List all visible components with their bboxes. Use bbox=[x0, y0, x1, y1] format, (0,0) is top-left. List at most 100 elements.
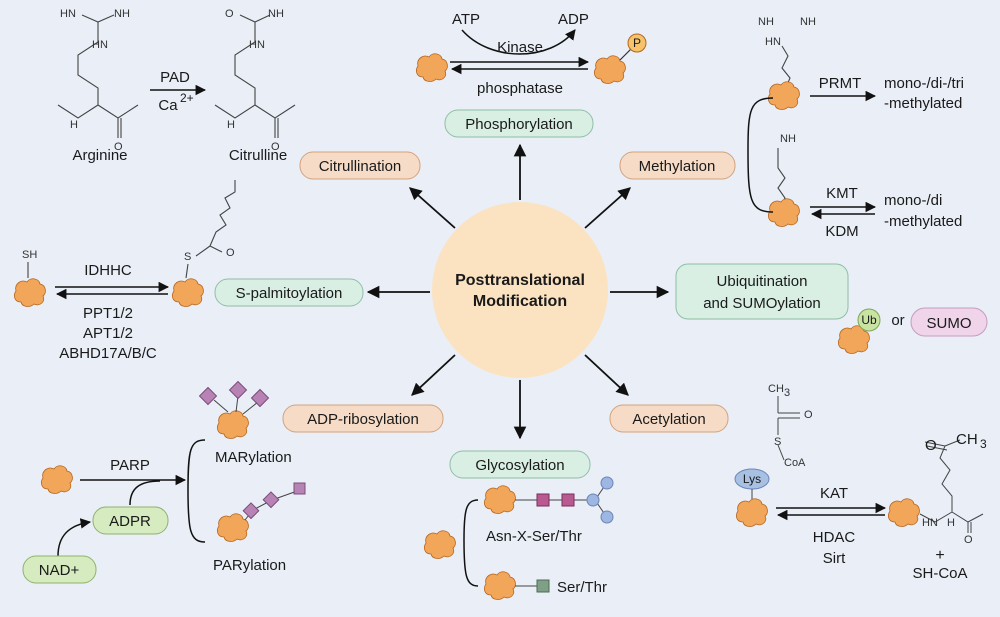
prmt-result-2: -methylated bbox=[884, 95, 962, 112]
enzyme-abhd17: ABHD17A/B/C bbox=[59, 345, 157, 362]
glycan-unit-icon bbox=[536, 493, 550, 507]
palmitoylation-label: S-palmitoylation bbox=[236, 285, 343, 302]
phosphate-label: P bbox=[633, 36, 641, 50]
methylation-scheme: NH NH HN NH PRMT mono-/di-/tri -methylat… bbox=[747, 16, 964, 240]
nad-label: NAD+ bbox=[39, 562, 80, 579]
acetyl-o: O bbox=[804, 409, 813, 421]
adpr-unit-icon bbox=[250, 388, 270, 408]
arginine-label: Arginine bbox=[72, 147, 127, 164]
asn-motif-label: Asn-X-Ser/Thr bbox=[486, 528, 582, 545]
box-methylation: Methylation bbox=[619, 151, 736, 180]
phosphate-icon bbox=[627, 33, 647, 53]
calcium-charge: 2+ bbox=[180, 91, 194, 105]
arg-o: O bbox=[114, 141, 123, 153]
pad-label: PAD bbox=[160, 69, 190, 86]
adpr-unit-icon bbox=[198, 386, 218, 406]
cit-h: H bbox=[227, 119, 235, 131]
adpr-label: ADPR bbox=[109, 513, 151, 530]
acetyl-ch3-group: CH bbox=[956, 431, 978, 448]
meth-hn: HN bbox=[765, 36, 781, 48]
cit-o2: O bbox=[271, 141, 280, 153]
meth-lys-nh2: NH bbox=[780, 133, 796, 145]
calcium-label: Ca bbox=[158, 97, 178, 114]
citrullination-label: Citrullination bbox=[319, 158, 402, 175]
glycan-branch-icon bbox=[600, 476, 614, 490]
lys-label: Lys bbox=[743, 472, 761, 486]
acetyl-coa: CoA bbox=[784, 457, 806, 469]
ubiquitin-icon bbox=[857, 308, 881, 332]
center-node: Posttranslational Modification bbox=[432, 202, 608, 378]
methylation-label: Methylation bbox=[639, 158, 716, 175]
ser-thr-label: Ser/Thr bbox=[557, 579, 607, 596]
acetyl-s: S bbox=[774, 436, 781, 448]
ubiquitin-scheme: Ub or SUMO bbox=[838, 307, 988, 354]
acetyl-nh-n: N bbox=[930, 517, 938, 529]
protein-palmitoylated bbox=[172, 278, 204, 307]
o-glycan-icon bbox=[536, 579, 550, 593]
phosphorylation-scheme: ATP ADP Kinase phosphatase P bbox=[416, 11, 647, 97]
protein-glyco-substrate bbox=[424, 530, 456, 559]
glycosylation-scheme: Asn-X-Ser/Thr Ser/Thr bbox=[424, 476, 614, 600]
idhhc-label: IDHHC bbox=[84, 262, 132, 279]
plus-sign: + bbox=[935, 547, 944, 564]
phosphorylation-label: Phosphorylation bbox=[465, 116, 573, 133]
prmt-result-1: mono-/di-/tri bbox=[884, 75, 964, 92]
acetyl-o2: O bbox=[964, 534, 973, 546]
meth-nh2: NH bbox=[800, 16, 816, 28]
kat-label: KAT bbox=[820, 485, 848, 502]
ub-label: Ub bbox=[861, 313, 877, 327]
kmt-label: KMT bbox=[826, 185, 858, 202]
phosphatase-label: phosphatase bbox=[477, 80, 563, 97]
protein-arg-methyl bbox=[768, 81, 800, 110]
parp-label: PARP bbox=[110, 457, 150, 474]
protein-acetylated bbox=[888, 498, 920, 527]
acetylation-label: Acetylation bbox=[632, 411, 705, 428]
citrullination-scheme bbox=[57, 14, 296, 138]
glycan-branch-icon bbox=[600, 510, 614, 524]
protein-lys-methyl bbox=[768, 198, 800, 227]
radial-arrows bbox=[366, 143, 670, 440]
shcoa-label: SH-CoA bbox=[912, 565, 967, 582]
protein-acetyl-substrate bbox=[736, 498, 768, 527]
glycan-unit-icon bbox=[561, 493, 575, 507]
adp-label: ADP bbox=[558, 11, 589, 28]
adpr-unit-icon bbox=[242, 502, 260, 520]
sumo-label: SUMO bbox=[927, 315, 972, 332]
cit-hn: HN bbox=[249, 39, 265, 51]
palmitoylation-scheme: O S SH IDHHC PPT1/2 APT1/2 ABHD17A/B/C bbox=[14, 180, 236, 362]
box-ubiquitination: Ubiquitination and SUMOylation bbox=[675, 263, 849, 320]
acetyl-ch3-sub: 3 bbox=[784, 387, 790, 399]
protein-o-glycosylated bbox=[484, 571, 516, 600]
atp-label: ATP bbox=[452, 11, 480, 28]
glycan-branch-icon bbox=[586, 493, 600, 507]
marylation-label: MARylation bbox=[215, 449, 292, 466]
acetyl-h: H bbox=[947, 517, 955, 529]
protein-marylated bbox=[217, 410, 249, 439]
arg-nh2: NH bbox=[114, 8, 130, 20]
adp-ribosylation-scheme: PARP ADPR NAD+ MARylation PARylation bbox=[22, 380, 306, 584]
protein-parylated bbox=[217, 513, 249, 542]
protein-unphosphorylated bbox=[416, 53, 448, 82]
prmt-label: PRMT bbox=[819, 75, 862, 92]
protein-free-thiol bbox=[14, 278, 46, 307]
arg-h: H bbox=[70, 119, 78, 131]
citrulline-label: Citrulline bbox=[229, 147, 287, 164]
adp-ribosylation-label: ADP-ribosylation bbox=[307, 411, 419, 428]
adpr-unit-icon bbox=[228, 380, 248, 400]
protein-adp-substrate bbox=[41, 465, 73, 494]
acetyl-nh-h: H bbox=[922, 517, 930, 529]
box-acetylation: Acetylation bbox=[609, 404, 729, 433]
cit-o: O bbox=[225, 8, 234, 20]
palm-o: O bbox=[226, 247, 235, 259]
citrullination-text: HN NH HN H O Arginine PAD Ca 2+ O NH HN … bbox=[60, 8, 287, 164]
center-title-line1: Posttranslational bbox=[455, 272, 585, 289]
acetyl-ch3-group-sub: 3 bbox=[980, 437, 987, 451]
sumo-badge bbox=[910, 307, 988, 337]
box-palmitoylation: S-palmitoylation bbox=[214, 278, 364, 307]
acetyl-o-group: O bbox=[925, 437, 937, 454]
parylation-label: PARylation bbox=[213, 557, 286, 574]
meth-h2n: NH bbox=[758, 16, 774, 28]
palm-s: S bbox=[184, 251, 191, 263]
ubiquitination-label-1: Ubiquitination bbox=[717, 273, 808, 290]
